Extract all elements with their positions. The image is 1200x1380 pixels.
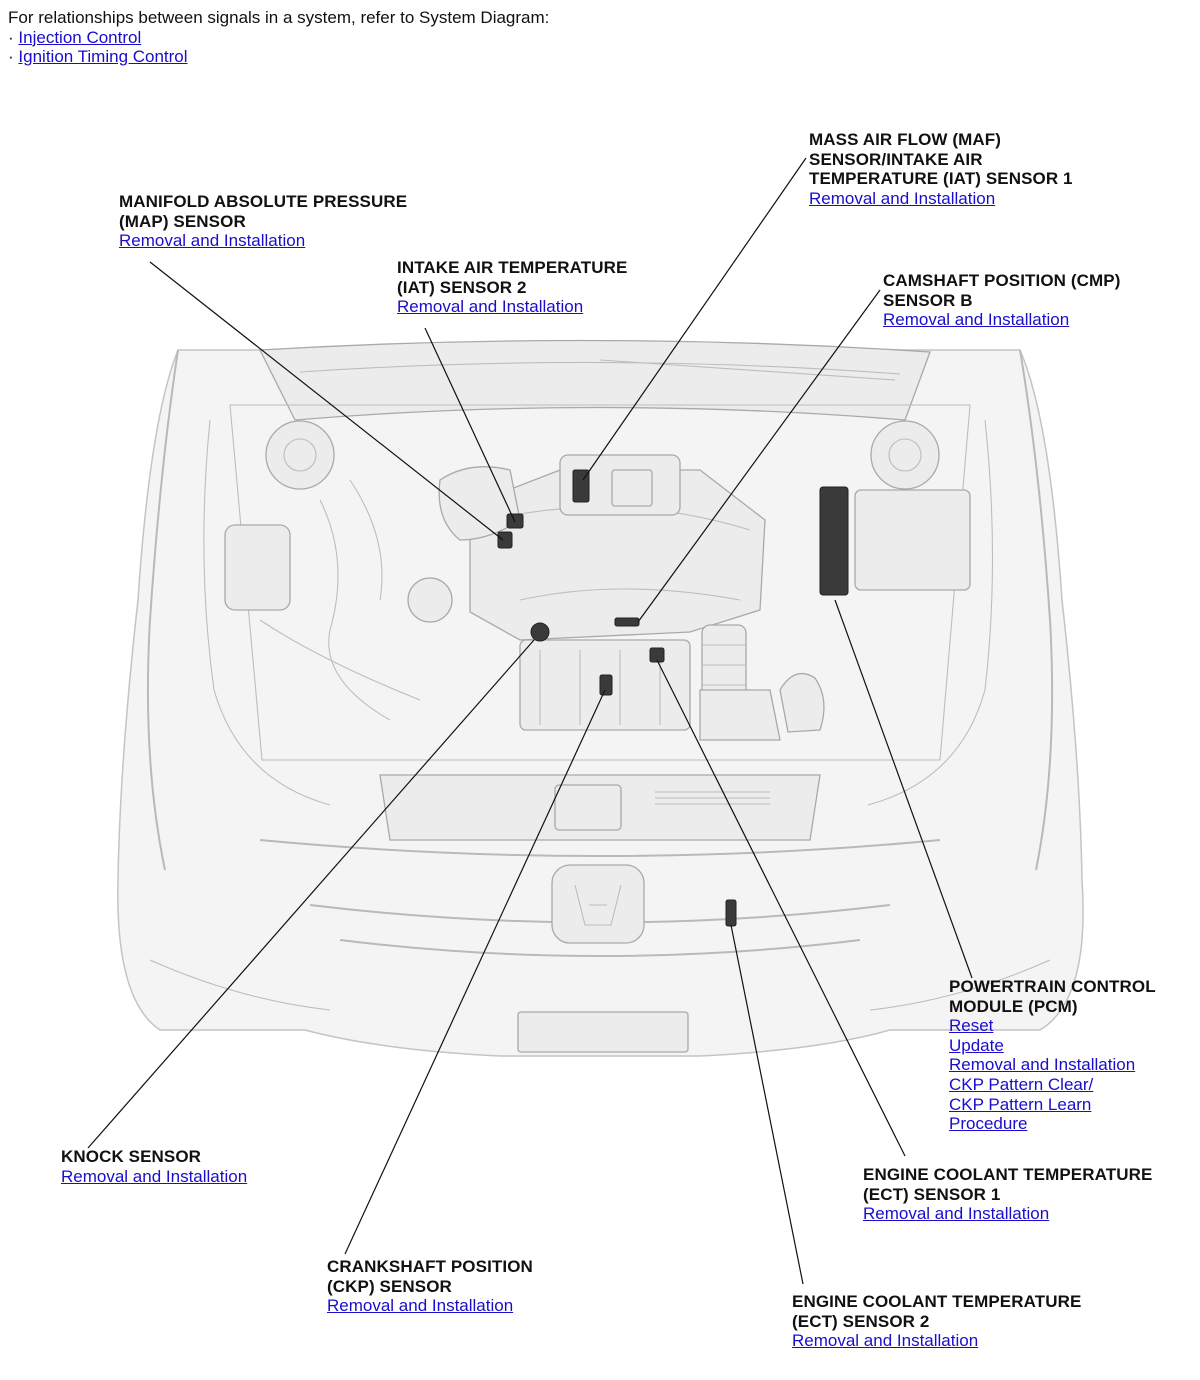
map-sensor-title-line: MANIFOLD ABSOLUTE PRESSURE — [119, 192, 408, 211]
pcm-removal-installation-link[interactable]: Removal and Installation — [949, 1055, 1136, 1075]
map-leader-line — [149, 261, 504, 541]
ckp-sensor-title-line: CRANKSHAFT POSITION — [327, 1257, 533, 1276]
pcm-title-line: POWERTRAIN CONTROL — [949, 977, 1156, 996]
map-sensor-marker — [497, 531, 513, 549]
ckp-sensor-callout: CRANKSHAFT POSITION (CKP) SENSOR Removal… — [327, 1257, 533, 1316]
pcm-reset-link[interactable]: Reset — [949, 1016, 994, 1036]
map-sensor-title-line: (MAP) SENSOR — [119, 211, 246, 231]
ect1-sensor-title-line: (ECT) SENSOR 1 — [863, 1184, 1001, 1204]
ignition-timing-control-link[interactable]: Ignition Timing Control — [18, 47, 188, 66]
ect1-leader-line — [656, 659, 906, 1157]
intro-text: For relationships between signals in a s… — [8, 8, 550, 27]
cmp-sensor-title-line: CAMSHAFT POSITION (CMP) — [883, 271, 1121, 290]
iat2-leader-line — [424, 327, 516, 523]
ckp-leader-line — [344, 689, 606, 1255]
cmp-sensor-marker — [614, 617, 640, 627]
intro-block: For relationships between signals in a s… — [8, 8, 549, 67]
maf-leader-line — [582, 157, 807, 481]
iat2-sensor-callout: INTAKE AIR TEMPERATURE (IAT) SENSOR 2 Re… — [397, 258, 627, 317]
pcm-ckp-pattern-learn-link[interactable]: CKP Pattern Learn — [949, 1094, 1092, 1114]
bullet: · — [8, 47, 14, 66]
ect2-sensor-marker — [725, 899, 737, 927]
cmp-sensor-title-line: SENSOR B — [883, 290, 973, 310]
ect2-sensor-title-line: ENGINE COOLANT TEMPERATURE — [792, 1292, 1082, 1311]
ckp-removal-installation-link[interactable]: Removal and Installation — [327, 1296, 514, 1316]
knock-sensor-marker — [530, 622, 550, 642]
ect1-sensor-marker — [649, 647, 665, 663]
injection-control-link[interactable]: Injection Control — [18, 27, 142, 47]
knock-sensor-callout: KNOCK SENSOR Removal and Installation — [61, 1147, 247, 1186]
vehicle-front-drawing — [117, 339, 1084, 1057]
maf-sensor-title-line: MASS AIR FLOW (MAF) — [809, 130, 1002, 149]
pcm-ckp-pattern-clear-link[interactable]: CKP Pattern Clear/ — [949, 1074, 1094, 1094]
bullet: · — [8, 27, 14, 47]
maf-removal-installation-link[interactable]: Removal and Installation — [809, 188, 996, 208]
ckp-sensor-marker — [599, 674, 613, 696]
cmp-removal-installation-link[interactable]: Removal and Installation — [883, 310, 1070, 330]
iat2-sensor-title-line: (IAT) SENSOR 2 — [397, 277, 527, 297]
ect1-removal-installation-link[interactable]: Removal and Installation — [863, 1204, 1050, 1224]
knock-leader-line — [87, 639, 535, 1149]
knock-sensor-title-line: KNOCK SENSOR — [61, 1147, 202, 1166]
leader-lines — [87, 157, 973, 1285]
ect2-leader-line — [730, 924, 804, 1285]
pcm-update-link[interactable]: Update — [949, 1035, 1004, 1055]
pcm-leader-line — [834, 599, 973, 979]
cmp-sensor-callout: CAMSHAFT POSITION (CMP) SENSOR B Removal… — [883, 271, 1120, 330]
maf-sensor-callout: MASS AIR FLOW (MAF) SENSOR/INTAKE AIR TE… — [809, 130, 1073, 208]
pcm-title-line: MODULE (PCM) — [949, 996, 1078, 1016]
pcm-callout: POWERTRAIN CONTROL MODULE (PCM) Reset Up… — [949, 977, 1156, 1134]
ckp-sensor-title-line: (CKP) SENSOR — [327, 1276, 452, 1296]
ect1-sensor-callout: ENGINE COOLANT TEMPERATURE (ECT) SENSOR … — [863, 1165, 1152, 1224]
cmp-leader-line — [637, 289, 881, 623]
iat2-removal-installation-link[interactable]: Removal and Installation — [397, 297, 584, 317]
map-removal-installation-link[interactable]: Removal and Installation — [119, 231, 306, 251]
intro-link-row: · Injection Control — [8, 28, 549, 48]
map-sensor-callout: MANIFOLD ABSOLUTE PRESSURE (MAP) SENSOR … — [119, 192, 407, 251]
iat2-sensor-title-line: INTAKE AIR TEMPERATURE — [397, 258, 628, 277]
maf-sensor-title-line: SENSOR/INTAKE AIR — [809, 149, 983, 169]
ect2-removal-installation-link[interactable]: Removal and Installation — [792, 1331, 979, 1351]
intro-link-row: · Ignition Timing Control — [8, 47, 549, 67]
ect2-sensor-title-line: (ECT) SENSOR 2 — [792, 1311, 930, 1331]
ect2-sensor-callout: ENGINE COOLANT TEMPERATURE (ECT) SENSOR … — [792, 1292, 1081, 1351]
ect1-sensor-title-line: ENGINE COOLANT TEMPERATURE — [863, 1165, 1153, 1184]
knock-removal-installation-link[interactable]: Removal and Installation — [61, 1166, 248, 1186]
pcm-procedure-link[interactable]: Procedure — [949, 1114, 1028, 1134]
maf-sensor-title-line: TEMPERATURE (IAT) SENSOR 1 — [809, 169, 1073, 189]
